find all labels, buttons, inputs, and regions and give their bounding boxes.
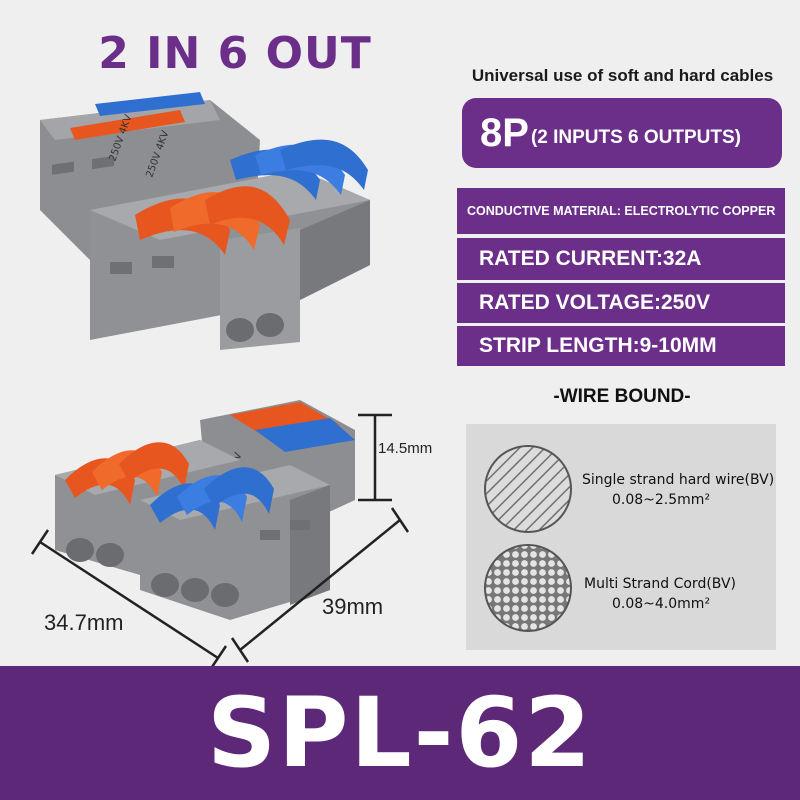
wire-illustrations <box>484 445 572 632</box>
spec-current: RATED CURRENT:32A <box>457 238 785 280</box>
pole-count: 8P <box>480 110 529 155</box>
spec-strip-length: STRIP LENGTH:9-10MM <box>457 326 785 366</box>
subtitle: Universal use of soft and hard cables <box>471 66 774 85</box>
model-code: SPL-62 <box>206 677 594 789</box>
wire-bound-title: -WIRE BOUND- <box>553 386 691 407</box>
spec-voltage: RATED VOLTAGE:250V <box>457 283 785 323</box>
height-dimension-label: 14.5mm <box>378 440 433 457</box>
single-strand-range: 0.08~2.5mm² <box>612 492 711 508</box>
connector-bottom-image: 250V 4KV <box>55 400 355 620</box>
depth-dimension-label: 39mm <box>322 594 384 619</box>
spec-material: CONDUCTIVE MATERIAL: ELECTROLYTIC COPPER <box>457 188 785 234</box>
connector-top-image: 250V 4KV 250V 4KV <box>40 92 370 350</box>
single-strand-wire-icon <box>484 445 572 533</box>
io-description: (2 INPUTS 6 OUTPUTS) <box>530 127 742 148</box>
headline: 2 IN 6 OUT <box>98 28 372 79</box>
multi-strand-range: 0.08~4.0mm² <box>612 596 711 612</box>
footer-band <box>0 666 800 800</box>
multi-strand-label: Multi Strand Cord(BV) <box>584 576 737 592</box>
wire-bound-panel: Single strand hard wire(BV) 0.08~2.5mm² … <box>466 424 776 650</box>
connector-illustrations: 250V 4KV 250V 4KV 250V 4KV <box>30 92 410 670</box>
multi-strand-wire-icon <box>484 544 572 632</box>
model-box: 8P (2 INPUTS 6 OUTPUTS) <box>462 98 782 168</box>
width-dimension-label: 34.7mm <box>44 610 124 635</box>
single-strand-label: Single strand hard wire(BV) <box>582 472 775 488</box>
